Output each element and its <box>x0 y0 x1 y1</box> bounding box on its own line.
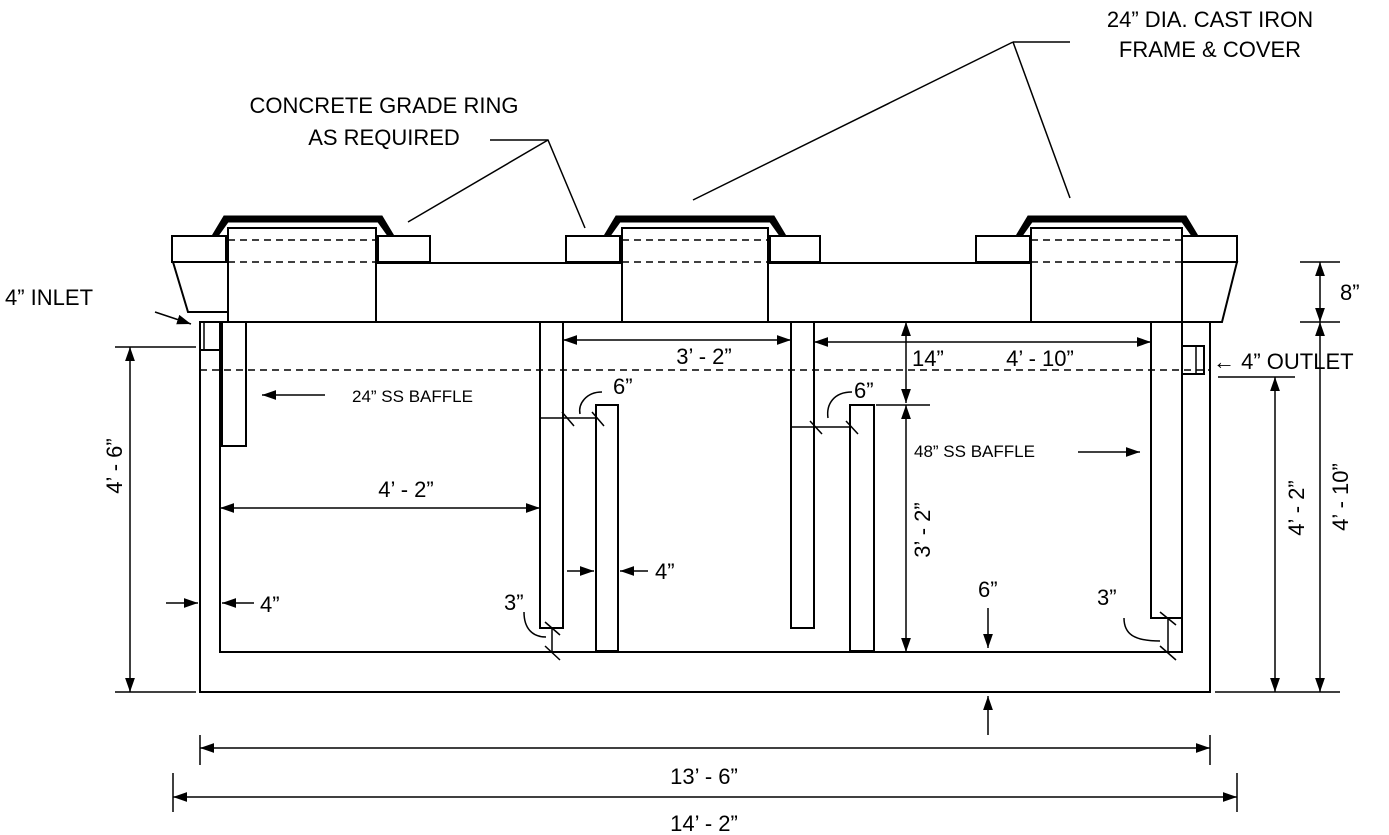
dim-inlet-chamber: 4’ - 2” <box>378 477 433 502</box>
cast-iron-frame-2 <box>603 215 787 237</box>
inlet-pipe <box>199 321 221 351</box>
baffle-1 <box>595 404 619 652</box>
inlet-label: 4” INLET <box>5 285 93 310</box>
manhole-riser-1 <box>171 215 431 323</box>
dim-top-height: 8” <box>1340 280 1360 305</box>
manhole-riser-3 <box>975 215 1238 323</box>
dim-inside-length: 13’ - 6” <box>670 764 738 789</box>
manhole-riser-2 <box>565 215 821 323</box>
partition-wall-2 <box>790 321 815 629</box>
baffle-48-label: 48” SS BAFFLE <box>914 442 1035 461</box>
dim-baffle-height: 3’ - 2” <box>910 502 935 557</box>
dim-baffle-thickness: 4” <box>655 559 675 584</box>
dimension-lines <box>115 261 1340 812</box>
dim-bottom-gap-1: 3” <box>504 590 524 615</box>
cast-iron-frame-3 <box>1015 215 1199 237</box>
grade-ring-label-line1: CONCRETE GRADE RING <box>250 93 519 118</box>
outlet-pipe <box>1181 345 1205 375</box>
dim-baffle-gap-2: 6” <box>854 378 874 403</box>
frame-cover-label-line2: FRAME & COVER <box>1119 37 1301 62</box>
tank-lid <box>171 261 1239 323</box>
dim-floor-thickness: 6” <box>978 577 998 602</box>
leader-lines <box>154 41 1140 457</box>
outlet-baffle-48 <box>1150 321 1183 619</box>
tank-body <box>199 321 1211 693</box>
partition-wall-1 <box>539 321 564 629</box>
dim-wall-thickness: 4” <box>260 592 280 617</box>
dim-overall-length: 14’ - 2” <box>670 811 738 835</box>
dim-bottom-gap-2: 3” <box>1097 585 1117 610</box>
grade-ring-label-line2: AS REQUIRED <box>308 125 460 150</box>
dim-overall-height: 4’ - 10” <box>1328 463 1353 531</box>
baffle-24-label: 24” SS BAFFLE <box>352 387 473 406</box>
outlet-label: ← 4” OUTLET <box>1213 349 1354 374</box>
cast-iron-frame-1 <box>211 215 395 237</box>
dim-freeboard: 14” <box>912 346 944 371</box>
dim-liquid-depth: 4’ - 6” <box>102 438 127 493</box>
dim-middle-chamber: 3’ - 2” <box>676 344 731 369</box>
dim-outlet-chamber: 4’ - 10” <box>1006 346 1074 371</box>
dim-outlet-invert: 4’ - 2” <box>1284 480 1309 535</box>
dim-baffle-gap-1: 6” <box>613 374 633 399</box>
inlet-baffle-24 <box>221 321 247 447</box>
baffle-2 <box>849 404 875 652</box>
frame-cover-label-line1: 24” DIA. CAST IRON <box>1107 7 1313 32</box>
